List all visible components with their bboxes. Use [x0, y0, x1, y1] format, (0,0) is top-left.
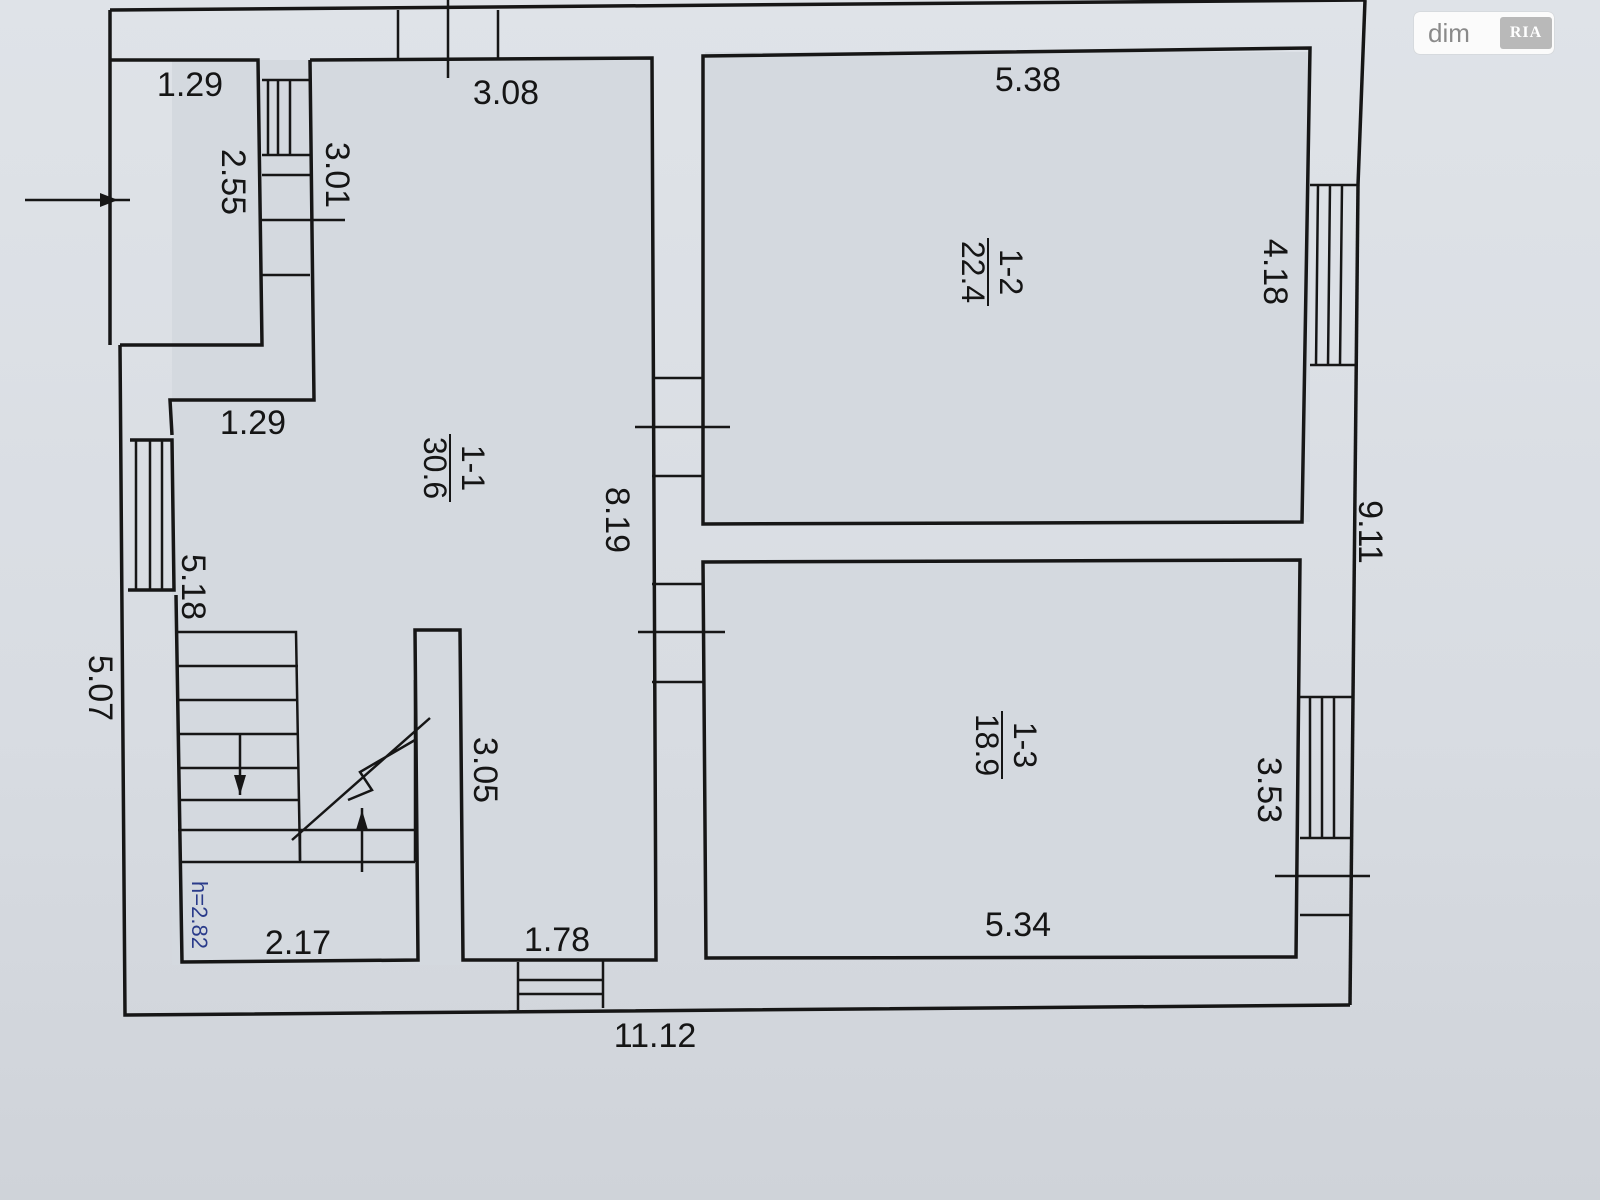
- room-1-2-fill: [705, 52, 1310, 522]
- dim-left-overall: 5.07: [81, 655, 119, 721]
- room-label-1-3: 1-3 18.9: [969, 711, 1043, 779]
- dim-door-width: 1.78: [524, 921, 590, 959]
- dim-room2-top: 5.38: [995, 61, 1061, 99]
- room-1-1-fill: [172, 60, 652, 965]
- dim-stair-side: 5.18: [174, 554, 212, 620]
- entrance-arrow-icon: [100, 193, 118, 207]
- room-id: 1-2: [993, 249, 1029, 295]
- dim-stair-depth: 3.05: [466, 737, 504, 803]
- ria-logo-icon: RIA: [1500, 17, 1552, 49]
- room-id: 1-1: [455, 445, 491, 491]
- room-area: 30.6: [417, 437, 453, 499]
- stair-direction-icon: [234, 735, 368, 872]
- dim-room3-side: 3.53: [1250, 757, 1288, 823]
- dim-hall-upper: 3.01: [318, 142, 356, 208]
- dim-stair-width: 2.17: [265, 924, 331, 962]
- dim-hall-top: 3.08: [473, 74, 539, 112]
- room-id: 1-3: [1007, 722, 1043, 768]
- height-note: h=2.82: [187, 881, 212, 949]
- dim-entry-depth: 2.55: [214, 149, 252, 215]
- dim-hall-offset: 1.29: [220, 404, 286, 442]
- room-area: 18.9: [969, 714, 1005, 776]
- room-label-1-1: 1-1 30.6: [417, 434, 491, 502]
- dim-room2-side: 4.18: [1256, 239, 1294, 305]
- stairs: [178, 630, 431, 864]
- dim-hall-depth: 8.19: [598, 487, 636, 553]
- exterior-walls: [108, 0, 1367, 1017]
- room-walls: [701, 46, 1312, 960]
- watermark-badge: dim RIA: [1414, 12, 1554, 54]
- watermark-text: dim: [1428, 17, 1470, 48]
- room-area: 22.4: [955, 241, 991, 303]
- dim-entry-width: 1.29: [157, 66, 223, 104]
- dim-overall-depth: 9.11: [1351, 500, 1389, 564]
- hall-walls: [110, 56, 658, 964]
- dim-room3-bottom: 5.34: [985, 906, 1051, 944]
- room-label-1-2: 1-2 22.4: [955, 238, 1029, 306]
- dim-overall-width: 11.12: [614, 1017, 697, 1055]
